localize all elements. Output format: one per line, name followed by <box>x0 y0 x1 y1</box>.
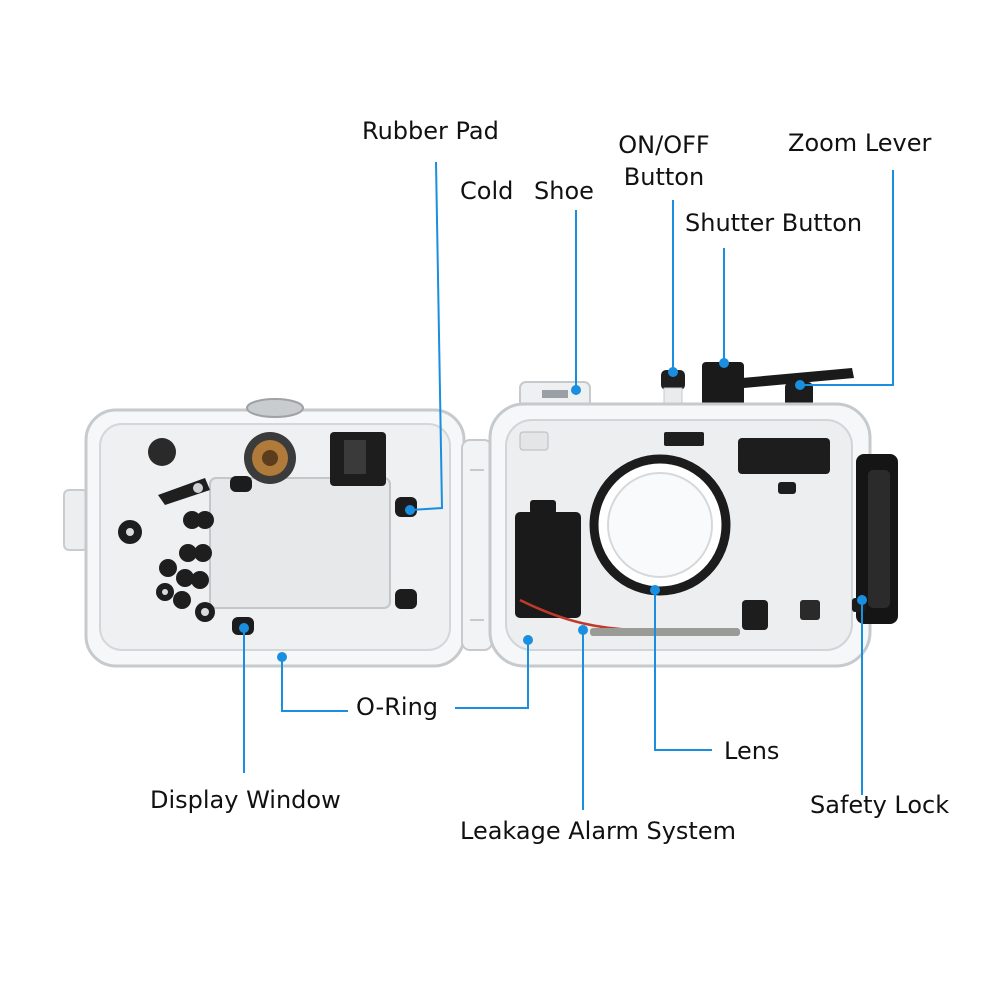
label-cold: Cold <box>460 177 514 205</box>
shutter-button-cap <box>702 362 744 406</box>
control-buttons <box>118 511 215 622</box>
label-o-ring: O-Ring <box>356 693 439 721</box>
label-on-off-line2: Button <box>623 163 705 191</box>
rubber-pad-lower <box>395 589 417 609</box>
leakage-alarm-unit <box>515 512 581 618</box>
label-on-off-line1: ON/OFF <box>618 131 710 159</box>
leader-lines <box>243 161 894 810</box>
label-shoe: Shoe <box>534 177 594 205</box>
display-window-plate <box>209 477 391 609</box>
label-safety-lock: Safety Lock <box>810 791 950 819</box>
label-zoom-lever: Zoom Lever <box>788 129 932 157</box>
label-shutter-button: Shutter Button <box>685 209 863 237</box>
label-display-window: Display Window <box>150 786 341 814</box>
label-rubber-pad: Rubber Pad <box>362 117 499 145</box>
hinge <box>461 439 493 651</box>
zoom-lever-arm <box>742 368 854 388</box>
back-cover <box>63 398 466 668</box>
label-leakage-alarm-system: Leakage Alarm System <box>460 817 736 845</box>
leader-dots <box>239 358 867 662</box>
label-lens: Lens <box>724 737 780 765</box>
on-off-button-cap <box>661 370 685 390</box>
front-body <box>488 362 898 668</box>
zoom-mechanism <box>738 438 830 474</box>
